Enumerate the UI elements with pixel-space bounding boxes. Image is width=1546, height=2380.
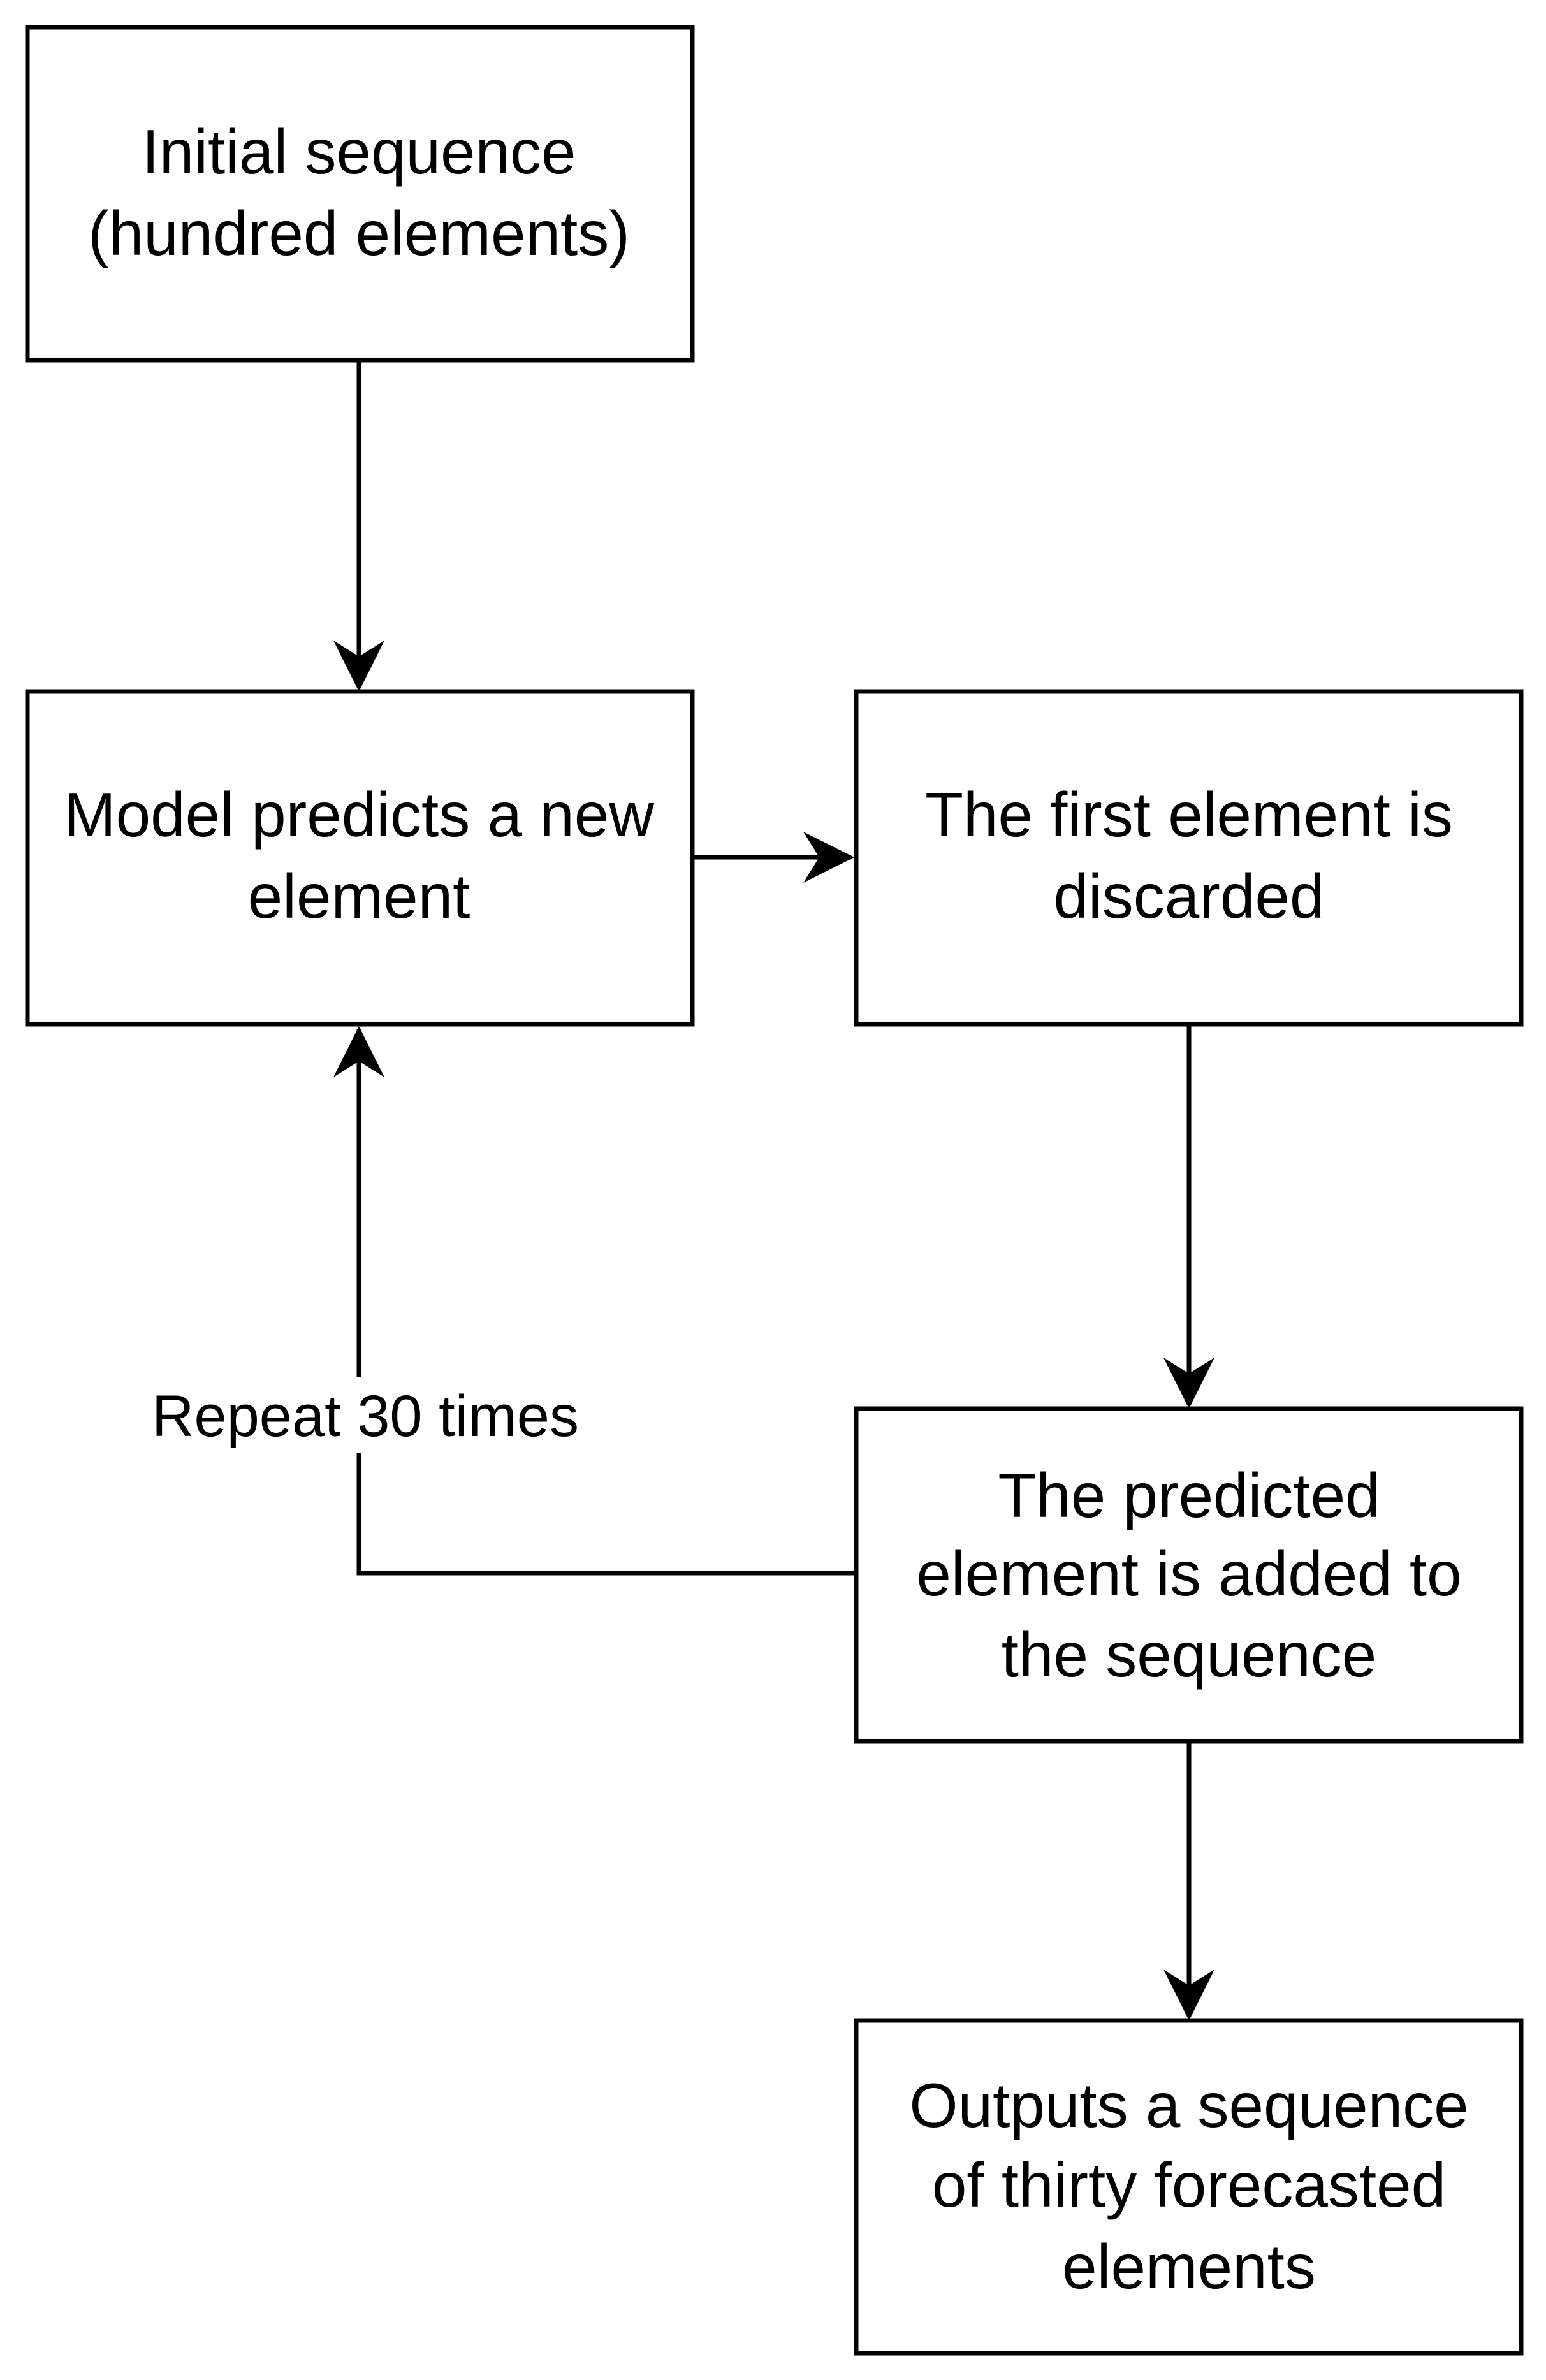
node-append-line-3: the sequence [1002,1620,1376,1690]
edge-initial-to-predict-arrowhead [333,641,384,692]
node-predict-line-1: Model predicts a new [64,780,655,850]
edge-discard-to-append-arrowhead [1163,1358,1214,1409]
node-discard-line-1: The first element is [925,780,1453,850]
node-box [25,25,695,363]
node-first-element-discarded: The first element is discarded [854,689,1524,1027]
node-append-line-1: The predicted [998,1460,1380,1530]
edge-append-to-predict-arrowhead [333,1026,384,1077]
node-output-line-3: elements [1062,2231,1316,2302]
node-box [25,689,695,1027]
node-box [854,689,1524,1027]
node-box [854,2018,1524,2356]
node-predict-line-2: element [248,861,470,931]
edge-append-to-output-arrowhead [1163,1970,1214,2021]
edge-label-background [140,1377,587,1453]
edge-label-repeat: Repeat 30 times [152,1384,579,1449]
node-discard-line-2: discarded [1054,861,1325,931]
node-append-line-2: element is added to [916,1539,1461,1609]
node-outputs-sequence: Outputs a sequence of thirty forecasted … [854,2018,1524,2356]
node-box [854,1406,1524,1744]
node-output-line-2: of thirty forecasted [932,2150,1446,2220]
edges [333,360,1214,2021]
node-output-line-1: Outputs a sequence [909,2070,1468,2140]
edge-predict-to-discard-arrowhead [803,832,854,883]
edge-append-to-predict-loop [356,1029,856,1576]
node-predicted-added: The predicted element is added to the se… [854,1406,1524,1744]
node-initial-line-2: (hundred elements) [88,198,630,268]
node-model-predicts: Model predicts a new element [25,689,695,1027]
node-initial-line-1: Initial sequence [142,117,576,187]
node-initial-sequence: Initial sequence (hundred elements) [25,25,695,363]
